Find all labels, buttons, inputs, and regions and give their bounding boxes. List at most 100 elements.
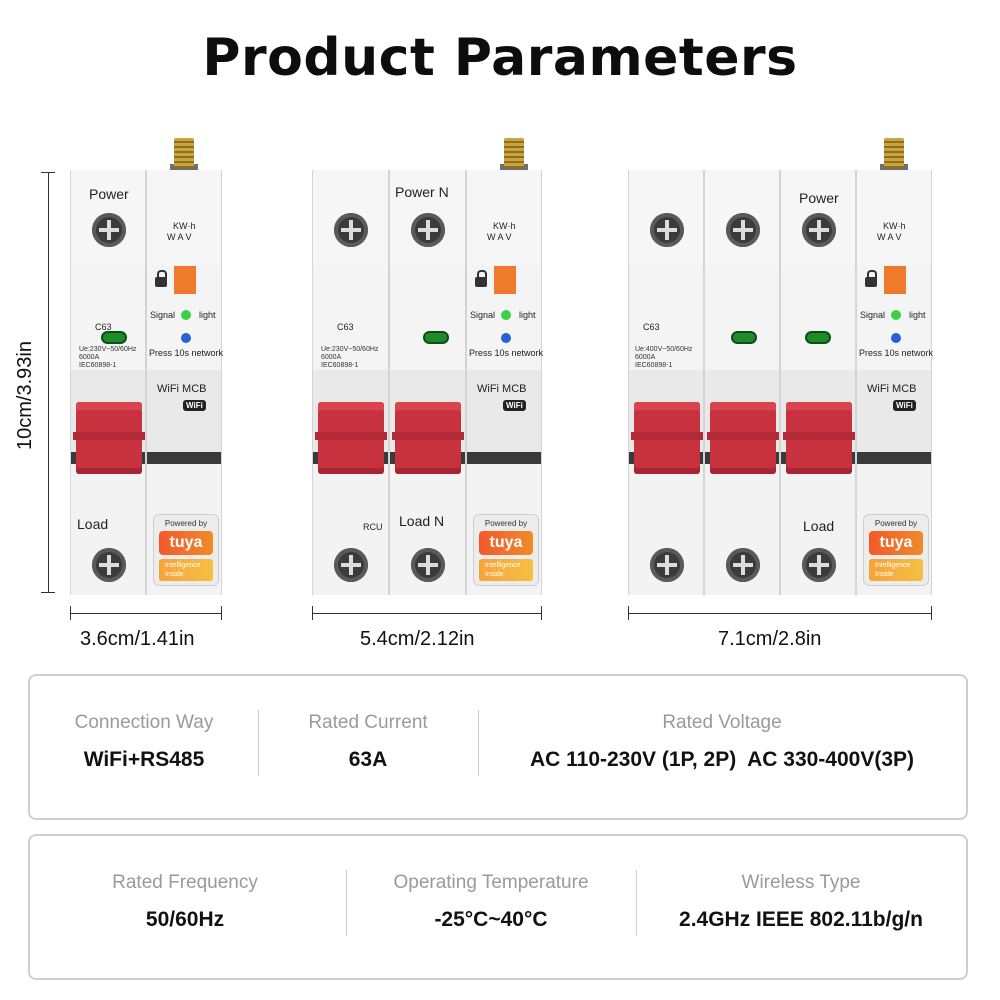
wav-label: W A V	[167, 232, 192, 242]
terminal-screw-icon	[726, 548, 760, 582]
powered-by-label: Powered by	[164, 519, 208, 528]
width-dimension-label-3p: 7.1cm/2.8in	[718, 628, 822, 650]
tuya-badge: Powered by tuya Intelligence Inside	[473, 514, 539, 586]
breaker-lever[interactable]	[315, 402, 387, 474]
power-n-label: Power N	[395, 184, 449, 200]
breaker-lever[interactable]	[707, 402, 779, 474]
kwh-label: KW·h	[493, 221, 516, 231]
intelligence-label: Intelligence Inside	[479, 559, 533, 581]
height-dimension-line	[48, 172, 49, 592]
device-1p: Power C63 Ue:230V~50/60Hz 6000A IEC60898…	[70, 138, 223, 595]
indicator-window	[103, 333, 125, 342]
page-title: Product Parameters	[202, 28, 798, 88]
terminal-screw-icon	[802, 213, 836, 247]
wifi-mcb-label: WiFi MCB	[157, 383, 207, 395]
network-button[interactable]	[884, 266, 906, 294]
terminal-screw-icon	[411, 548, 445, 582]
spec-value: -25°C~40°C	[434, 908, 548, 931]
height-tick	[41, 172, 55, 173]
signal-led	[181, 310, 191, 320]
powered-by-label: Powered by	[874, 519, 918, 528]
powered-by-label: Powered by	[484, 519, 528, 528]
width-dimension-label-2p: 5.4cm/2.12in	[360, 628, 475, 650]
indicator-window	[425, 333, 447, 342]
terminal-screw-icon	[92, 548, 126, 582]
light-led	[181, 333, 191, 343]
wifi-badge: WiFi	[183, 400, 206, 411]
spec-label: Rated Voltage	[662, 712, 782, 733]
network-button[interactable]	[494, 266, 516, 294]
indicator-window	[733, 333, 755, 342]
breaker-lever[interactable]	[631, 402, 703, 474]
signal-led	[891, 310, 901, 320]
tuya-logo: tuya	[869, 531, 923, 555]
spec-label: Wireless Type	[741, 872, 861, 893]
light-label: light	[199, 310, 216, 320]
width-tick	[628, 606, 629, 620]
antenna-base	[170, 164, 198, 172]
wifi-module: KW·h W A V Signal light Press 10s networ…	[146, 170, 223, 595]
antenna-base	[880, 164, 908, 172]
spec-label: Rated Frequency	[112, 872, 258, 893]
lock-icon	[155, 270, 167, 287]
terminal-screw-icon	[92, 213, 126, 247]
spec-label: Connection Way	[74, 712, 214, 733]
spec-value: 50/60Hz	[145, 908, 225, 931]
breaker-lever[interactable]	[73, 402, 145, 474]
terminal-screw-icon	[650, 548, 684, 582]
spec-operating-temperature: Operating Temperature -25°C~40°C	[346, 836, 636, 978]
width-tick	[541, 606, 542, 620]
intelligence-label: Intelligence Inside	[159, 559, 213, 581]
network-button[interactable]	[174, 266, 196, 294]
intelligence-label: Intelligence Inside	[869, 559, 923, 581]
tuya-badge: Powered by tuya Intelligence Inside	[153, 514, 219, 586]
load-n-label: Load N	[399, 513, 445, 529]
tuya-badge: Powered by tuya Intelligence Inside	[863, 514, 929, 586]
width-tick	[931, 606, 932, 620]
breaker-module: C63 Ue:400V~50/60Hz 6000A IEC60898-1	[628, 170, 704, 595]
wifi-badge: WiFi	[893, 400, 916, 411]
signal-label: Signal	[150, 310, 176, 320]
tuya-logo: tuya	[479, 531, 533, 555]
spec-value: WiFi+RS485	[83, 748, 205, 771]
wav-label: W A V	[877, 232, 902, 242]
spec-box-row-1: Connection Way WiFi+RS485 Rated Current …	[28, 674, 968, 820]
breaker-module	[704, 170, 780, 595]
terminal-screw-icon	[334, 213, 368, 247]
signal-label: Signal	[860, 310, 886, 320]
spec-label: Operating Temperature	[393, 872, 589, 893]
device-3p: C63 Ue:400V~50/60Hz 6000A IEC60898-1 Pow…	[628, 138, 933, 595]
signal-label: Signal	[470, 310, 496, 320]
breaker-lever[interactable]	[392, 402, 464, 474]
press-label: Press 10s network	[469, 348, 544, 358]
rcu-label: RCU	[363, 522, 383, 532]
antenna-base	[500, 164, 528, 172]
divider	[636, 870, 637, 936]
light-led	[501, 333, 511, 343]
spec-connection-way: Connection Way WiFi+RS485	[30, 676, 258, 818]
rating-label: C63	[95, 322, 112, 332]
spec-value: 2.4GHz IEEE 802.11b/g/n	[679, 908, 923, 931]
terminal-screw-icon	[650, 213, 684, 247]
light-label: light	[519, 310, 536, 320]
spec-rated-voltage: Rated Voltage AC 110-230V (1P, 2P) AC 33…	[478, 676, 966, 818]
terminal-screw-icon	[334, 548, 368, 582]
lock-icon	[865, 270, 877, 287]
spec-rated-current: Rated Current 63A	[258, 676, 478, 818]
height-dimension-label: 10cm/3.93in	[14, 341, 36, 450]
width-dimension-label-1p: 3.6cm/1.41in	[80, 628, 195, 650]
kwh-label: KW·h	[173, 221, 196, 231]
spec-rated-frequency: Rated Frequency 50/60Hz	[30, 836, 340, 978]
width-dimension-line-1p	[70, 613, 222, 614]
wifi-module: KW·h W A V Signal light Press 10s networ…	[466, 170, 544, 595]
light-led	[891, 333, 901, 343]
breaker-lever[interactable]	[783, 402, 855, 474]
breaker-module: C63 Ue:230V~50/60Hz 6000A IEC60898-1 RCU	[312, 170, 389, 595]
device-2p: C63 Ue:230V~50/60Hz 6000A IEC60898-1 RCU…	[312, 138, 544, 595]
antenna-icon	[174, 138, 194, 168]
divider	[346, 870, 347, 936]
spec-value: AC 110-230V (1P, 2P) AC 330-400V(3P)	[529, 748, 915, 771]
lock-icon	[475, 270, 487, 287]
width-dimension-line-2p	[312, 613, 542, 614]
spec-print: Ue:230V~50/60Hz 6000A IEC60898-1	[321, 346, 379, 369]
